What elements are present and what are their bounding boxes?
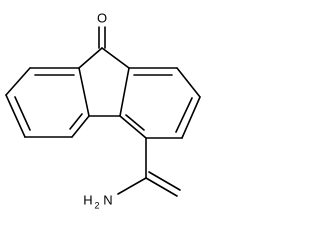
bond-c8a-c4a xyxy=(119,67,130,117)
bond-c8-c7 xyxy=(176,67,201,98)
amide-h-label: H xyxy=(83,192,92,207)
bond-c4-c4b-inner xyxy=(69,113,83,130)
bond-c9-c8a xyxy=(101,47,130,69)
bond-amide-c-o-b xyxy=(148,171,181,191)
amide-nh2-label: H 2 N xyxy=(83,192,112,210)
bond-c5-c4a-inner xyxy=(125,114,145,131)
bond-c4-c4b xyxy=(71,115,90,138)
bond-amide-c-n xyxy=(117,177,147,195)
bond-c9a-c4b xyxy=(78,67,90,117)
bond-c7-c6 xyxy=(181,96,201,139)
amide-n-label: N xyxy=(103,192,112,207)
bond-c9-c9a xyxy=(78,47,103,69)
atom-labels: O H 2 N xyxy=(83,10,112,210)
bond-amide-c-o-a xyxy=(145,177,178,197)
bond-c7-c6-inner xyxy=(175,97,193,133)
bond-lines xyxy=(5,26,201,197)
amide-h-subscript: 2 xyxy=(94,200,99,210)
bond-c2-c3 xyxy=(5,94,26,138)
ketone-oxygen-label: O xyxy=(97,10,107,25)
bond-c5-c4a xyxy=(119,115,147,139)
fluorenone-carboxamide-structure: O H 2 N xyxy=(5,10,201,210)
bond-c1-c2 xyxy=(5,67,31,96)
bond-c2-c3-inner xyxy=(14,96,31,131)
